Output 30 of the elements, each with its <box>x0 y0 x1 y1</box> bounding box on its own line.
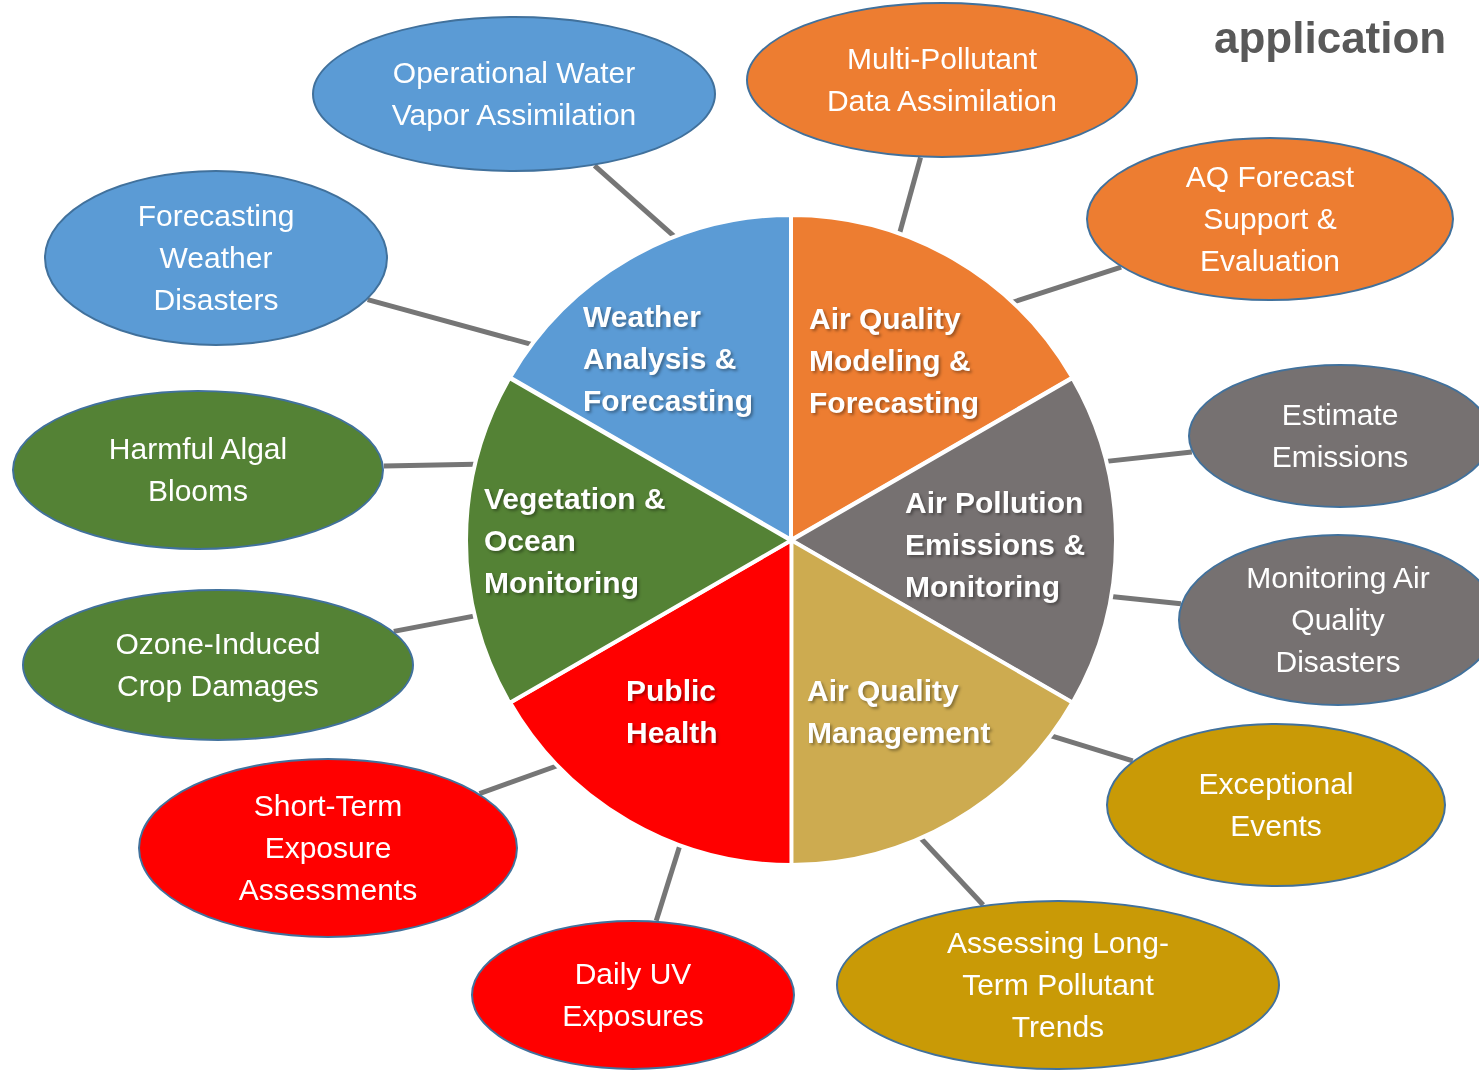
ellipse-label: Harmful Algal Blooms <box>107 431 289 509</box>
sector-label: Air Quality Modeling & Forecasting <box>809 301 981 421</box>
connector-line <box>653 844 683 922</box>
ellipse-label: Ozone-Induced Crop Damages <box>114 626 322 704</box>
ellipse-label: Multi-Pollutant Data Assimilation <box>825 41 1059 119</box>
connector-line <box>383 461 476 469</box>
ellipse-label: Short-Term Exposure Assessments <box>237 788 419 908</box>
connector-line <box>478 763 559 796</box>
title-fragment: application <box>1214 12 1447 64</box>
ellipse-label: Forecasting Weather Disasters <box>136 198 296 318</box>
connector-line <box>918 836 985 907</box>
sector-label: Public Health <box>626 673 719 751</box>
ellipse-label: Operational Water Vapor Assimilation <box>390 55 638 133</box>
connector-line <box>592 163 677 239</box>
connector-line <box>393 613 476 634</box>
sector-label: Air Quality Management <box>807 673 992 751</box>
ellipse-label: Estimate Emissions <box>1270 397 1410 475</box>
ellipse-label: AQ Forecast Support & Evaluation <box>1184 159 1356 279</box>
connector-line <box>1049 733 1134 764</box>
ellipse-label: Daily UV Exposures <box>561 956 705 1034</box>
pie-sector <box>466 377 791 703</box>
sector-label: Vegetation & Ocean Monitoring <box>484 481 667 601</box>
connector-line <box>366 297 533 347</box>
connector-line <box>897 156 923 235</box>
ellipse-label: Monitoring Air Quality Disasters <box>1245 560 1431 680</box>
ellipse-label: Exceptional Events <box>1197 766 1355 844</box>
connector-line <box>1011 264 1122 305</box>
ellipse-label: Assessing Long-Term Pollutant Trends <box>946 925 1170 1045</box>
sector-label: Air Pollution Emissions & Monitoring <box>905 485 1087 605</box>
sector-label: Weather Analysis & Forecasting <box>583 299 755 419</box>
